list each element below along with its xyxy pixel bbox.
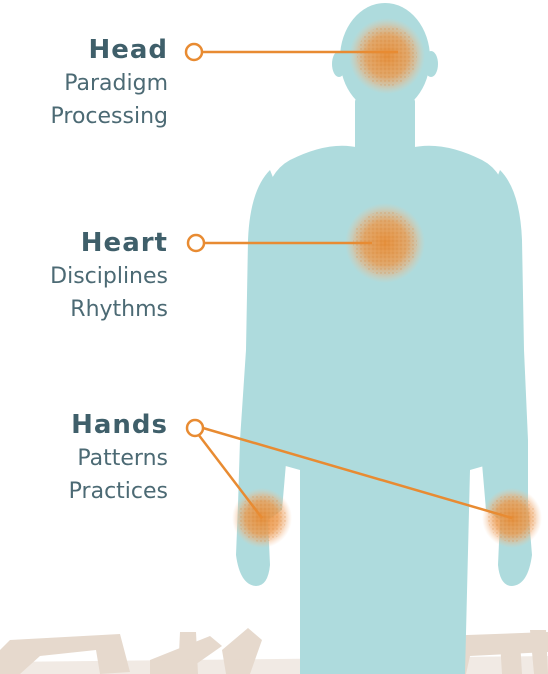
- head-label-block: Head Paradigm Processing: [51, 33, 168, 133]
- heart-connector-dot: [188, 235, 204, 251]
- heart-title: Heart: [50, 226, 168, 260]
- human-silhouette: [236, 3, 532, 674]
- head-connector-dot: [186, 44, 202, 60]
- hands-title: Hands: [69, 408, 168, 442]
- hands-connector-dot: [187, 420, 203, 436]
- head-line-2: Processing: [51, 100, 168, 133]
- hands-line-1: Patterns: [69, 442, 168, 475]
- head-line-1: Paradigm: [51, 67, 168, 100]
- hands-line-2: Practices: [69, 475, 168, 508]
- head-glow: [349, 18, 425, 94]
- heart-label-block: Heart Disciplines Rhythms: [50, 226, 168, 326]
- heart-line-1: Disciplines: [50, 260, 168, 293]
- heart-line-2: Rhythms: [50, 293, 168, 326]
- head-title: Head: [51, 33, 168, 67]
- hands-label-block: Hands Patterns Practices: [69, 408, 168, 508]
